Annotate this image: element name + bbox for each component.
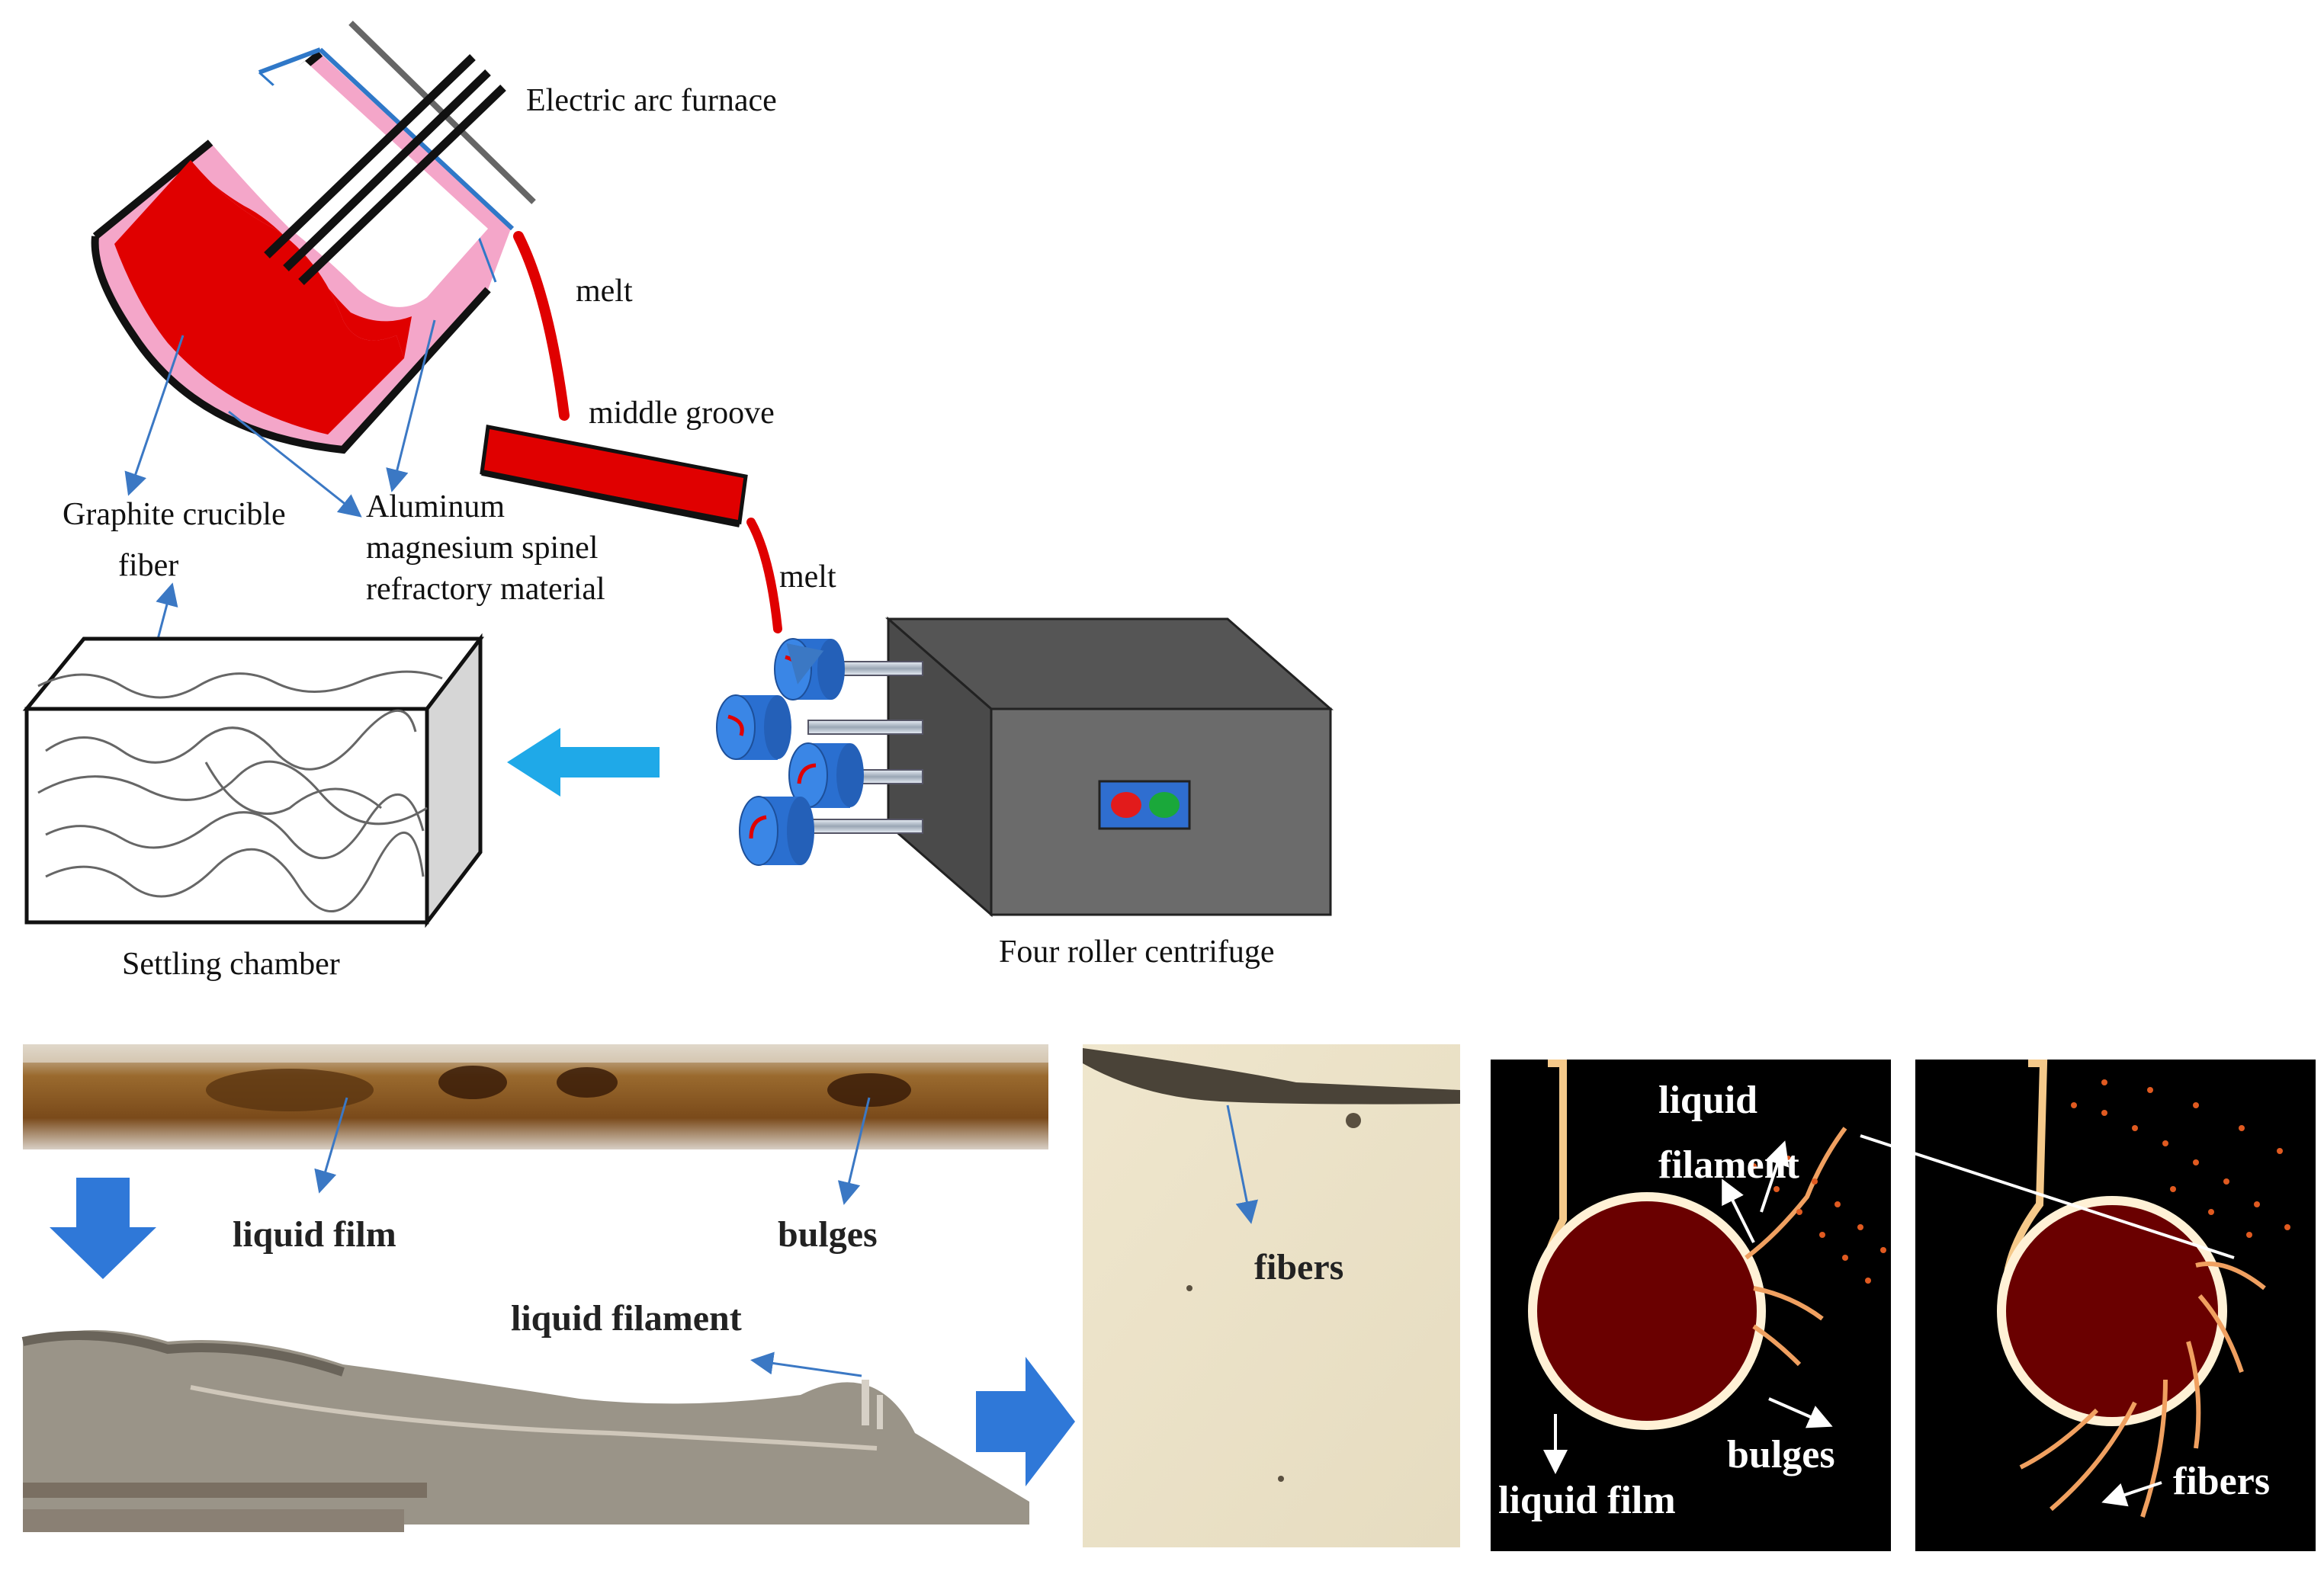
photo-fibers: [1083, 1044, 1460, 1547]
label-four-roller-centrifuge: Four roller centrifuge: [999, 935, 1275, 970]
flow-arrow-right: [976, 1357, 1075, 1486]
photo-liquid-filament: [21, 1330, 1029, 1532]
flow-arrow-down: [50, 1178, 156, 1279]
four-roller-centrifuge: [716, 616, 1334, 918]
green-indicator-light: [1149, 792, 1180, 818]
photo-label-bulges: bulges: [778, 1214, 878, 1255]
label-middle-groove: middle groove: [589, 396, 775, 431]
photo-label-liquid-filament: liquid filament: [511, 1298, 742, 1339]
middle-groove: [480, 425, 748, 524]
label-spinel-line2: magnesium spinel: [366, 531, 598, 566]
label-melt-bottom: melt: [779, 559, 836, 595]
simulation-panel-1: [1491, 1060, 1891, 1551]
sim-label-liquid: liquid: [1658, 1079, 1757, 1122]
label-melt-top: melt: [576, 274, 633, 309]
sim-label-liquid-film: liquid film: [1498, 1479, 1676, 1522]
sim-label-filament: filament: [1658, 1143, 1800, 1187]
photo-liquid-film: [23, 1044, 1048, 1149]
melt-stream-top: [513, 231, 570, 421]
melt-stream-bottom: [746, 518, 782, 633]
label-graphite-crucible: Graphite crucible: [63, 497, 286, 532]
photo-label-fibers: fibers: [1254, 1247, 1343, 1287]
label-spinel-line1: Aluminum: [366, 489, 505, 524]
photo-label-liquid-film: liquid film: [233, 1214, 396, 1255]
simulation-panel-2: [1915, 1060, 2316, 1551]
label-spinel-line3: refractory material: [366, 572, 605, 607]
red-indicator-light: [1111, 792, 1141, 818]
sim-label-fibers: fibers: [2173, 1460, 2270, 1503]
electric-arc-furnace: [91, 21, 536, 454]
sim-label-bulges: bulges: [1727, 1433, 1835, 1476]
flow-arrow-left: [507, 728, 660, 797]
label-settling-chamber: Settling chamber: [122, 947, 340, 982]
settling-chamber: [22, 633, 485, 928]
label-electric-arc-furnace: Electric arc furnace: [526, 83, 777, 118]
label-fiber: fiber: [118, 548, 178, 583]
